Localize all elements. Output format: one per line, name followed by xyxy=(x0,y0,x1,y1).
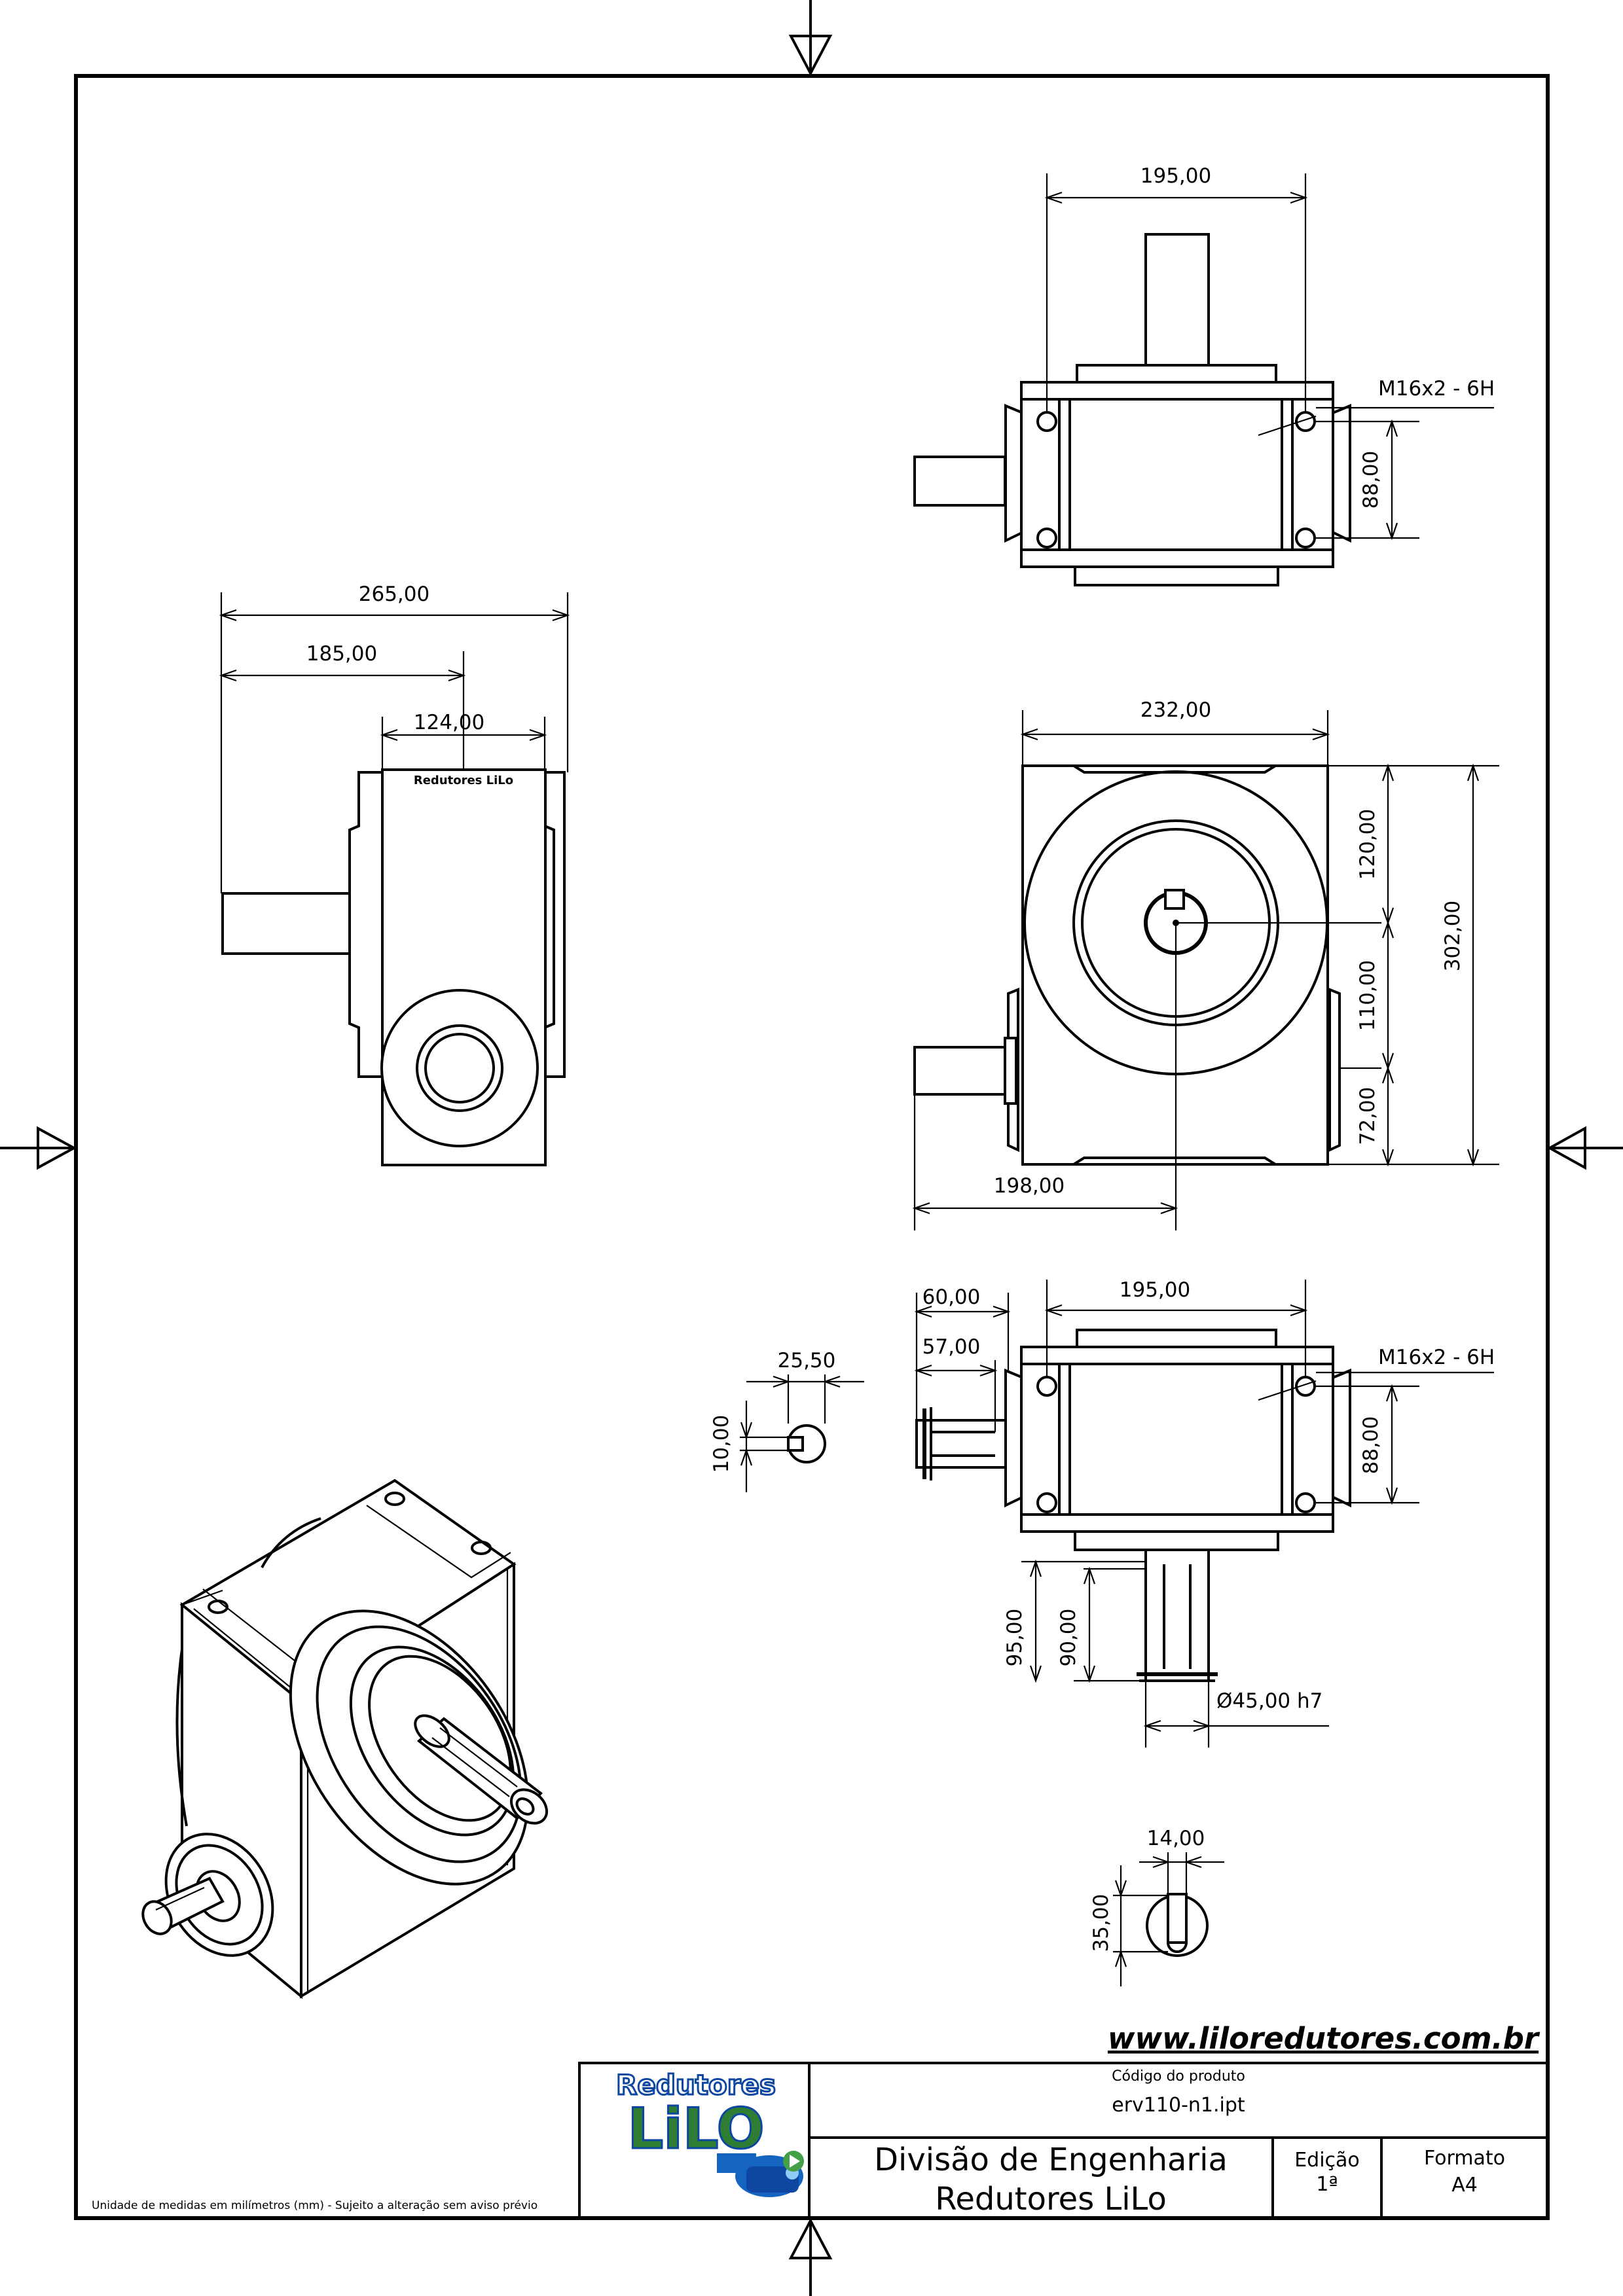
play-icon xyxy=(783,2151,804,2172)
bottom-out2-dimension: 57,00 xyxy=(922,1335,981,1359)
edition-value: 1ª xyxy=(1316,2173,1338,2196)
key-section-2 xyxy=(1146,1893,1209,1957)
side-overall-dimension: 265,00 xyxy=(359,583,429,606)
key-section-2-dimensions xyxy=(1113,1852,1224,1986)
bottom-view xyxy=(915,1329,1351,1682)
side-view-dimensions xyxy=(219,592,570,893)
shaft-diameter-dimension: Ø45,00 h7 xyxy=(1216,1689,1322,1713)
top-view-dimensions xyxy=(1044,173,1494,541)
key-section-1-dimensions xyxy=(740,1374,864,1492)
title-block xyxy=(578,2062,1549,2219)
isometric-view xyxy=(141,1479,548,2000)
logo-line2: LiLO xyxy=(627,2096,764,2162)
key1-height-dimension: 10,00 xyxy=(710,1415,733,1473)
key-section-1 xyxy=(787,1424,826,1463)
lilo-logo: Redutores LiLO xyxy=(615,2068,804,2197)
logo-line1: Redutores xyxy=(616,2069,776,2101)
edition-label: Edição xyxy=(1294,2149,1360,2172)
top-view xyxy=(913,233,1351,586)
front-width-dimension: 232,00 xyxy=(1140,698,1211,722)
key1-width-dimension: 25,50 xyxy=(778,1349,836,1372)
front-lower-dimension: 72,00 xyxy=(1356,1087,1379,1145)
bottom-thread-callout: M16x2 - 6H xyxy=(1378,1346,1495,1369)
bottom-width-dimension: 195,00 xyxy=(1120,1278,1190,1302)
format-label: Formato xyxy=(1424,2147,1505,2170)
side-shaft-dimension: 185,00 xyxy=(306,642,377,666)
body-lettering: Redutores LiLo xyxy=(414,774,513,787)
front-upper-dimension: 120,00 xyxy=(1356,809,1379,880)
key2-height-dimension: 35,00 xyxy=(1089,1894,1113,1952)
side-view: Redutores LiLo xyxy=(221,768,566,1166)
front-view xyxy=(913,764,1341,1166)
product-code-label: Código do produto xyxy=(1112,2068,1245,2085)
top-thread-callout: M16x2 - 6H xyxy=(1378,377,1495,401)
units-note: Unidade de medidas em milímetros (mm) - … xyxy=(92,2199,538,2212)
website-link[interactable]: www.liloredutores.com.br xyxy=(1108,2021,1541,2056)
front-mid-dimension: 110,00 xyxy=(1356,960,1379,1031)
bottom-out1-dimension: 60,00 xyxy=(922,1285,981,1309)
bottom-hole-pitch-dimension: 88,00 xyxy=(1359,1416,1383,1475)
key2-width-dimension: 14,00 xyxy=(1147,1827,1205,1850)
format-value: A4 xyxy=(1451,2174,1478,2197)
front-shaft-reach-dimension: 198,00 xyxy=(994,1174,1065,1198)
side-body-dimension: 124,00 xyxy=(414,711,484,734)
bottom-view-dimensions xyxy=(914,1280,1494,1748)
top-hole-pitch-dimension: 88,00 xyxy=(1359,451,1383,509)
bottom-shaft1-dimension: 95,00 xyxy=(1003,1609,1027,1667)
front-height-dimension: 302,00 xyxy=(1441,901,1465,971)
division-line2: Redutores LiLo xyxy=(935,2181,1167,2217)
division-line1: Divisão de Engenharia xyxy=(874,2142,1228,2178)
product-code: erv110-n1.ipt xyxy=(1112,2094,1245,2117)
bottom-shaft2-dimension: 90,00 xyxy=(1057,1609,1080,1667)
front-view-dimensions xyxy=(912,710,1499,1230)
top-width-dimension: 195,00 xyxy=(1140,164,1211,188)
